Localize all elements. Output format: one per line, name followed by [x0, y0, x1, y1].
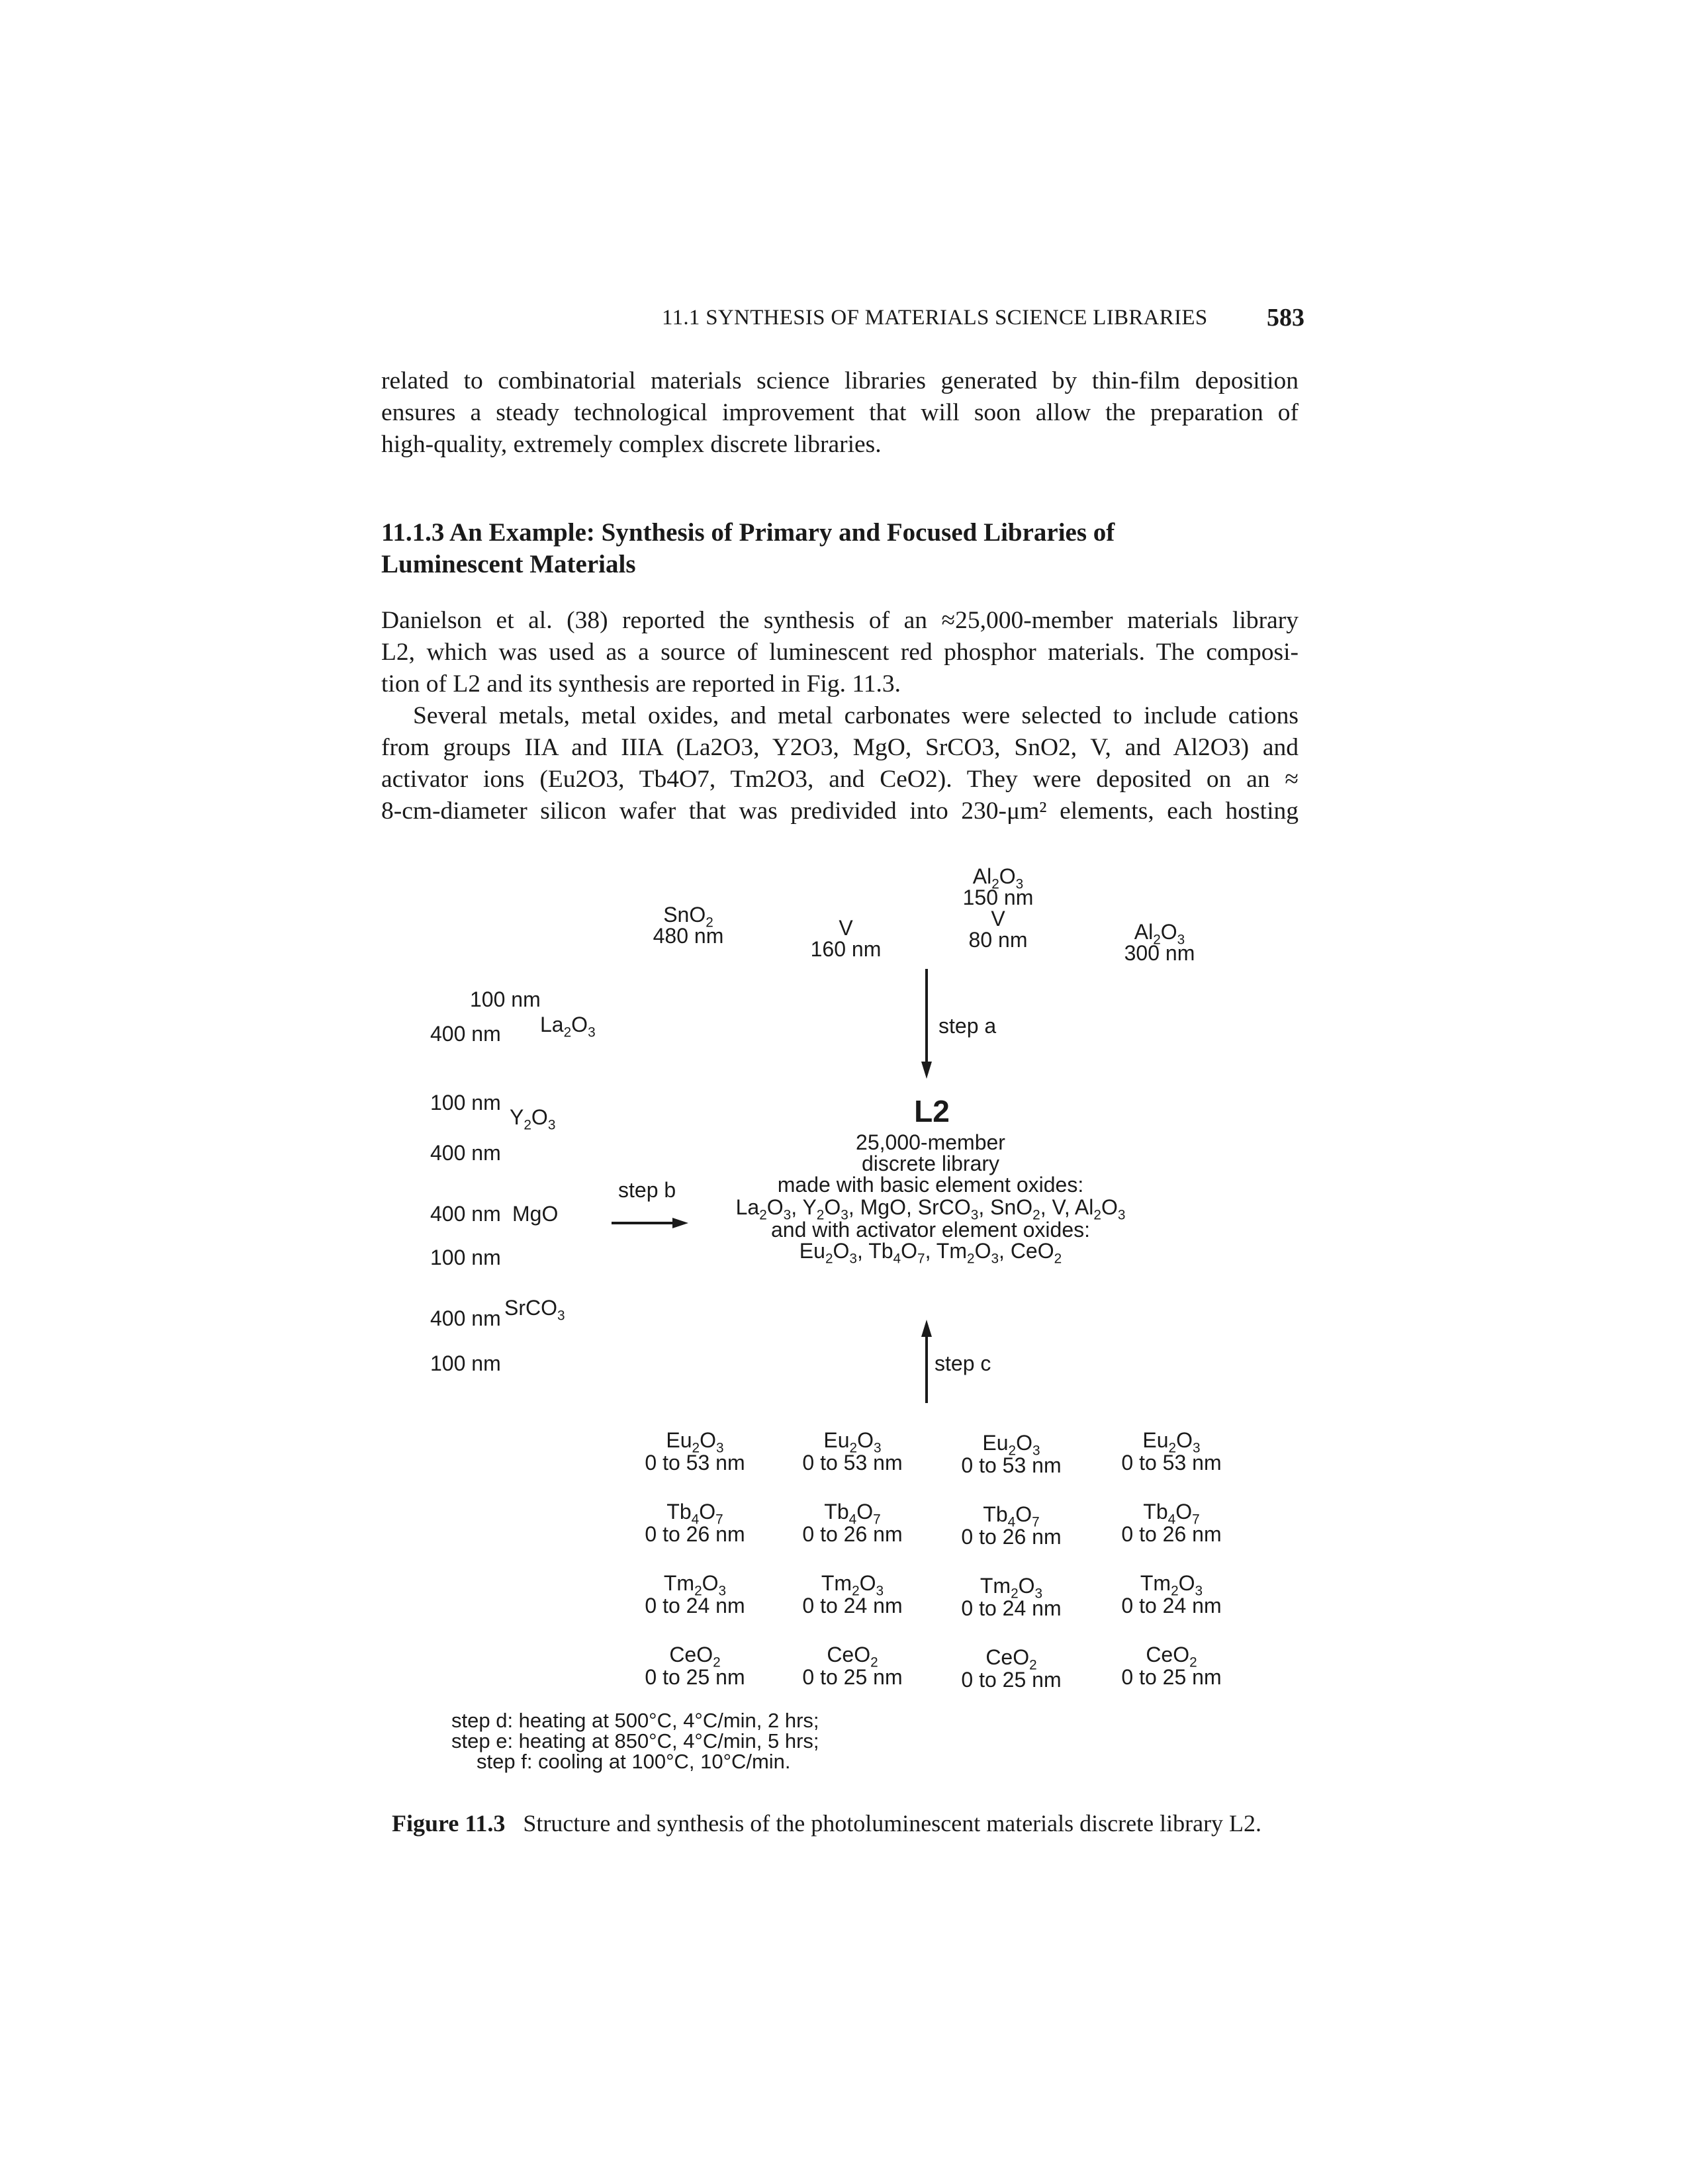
left-layer-thickness: 100 nm [430, 1246, 501, 1269]
step-b-arrow [612, 1218, 688, 1228]
activator-material: Tb4O7 [666, 1500, 723, 1527]
activator-range: 0 to 24 nm [961, 1596, 1062, 1620]
top-layer-material: Al2O3 [972, 864, 1024, 892]
step-a-label: step a [938, 1014, 997, 1038]
step-f-text: step f: cooling at 100°C, 10°C/min. [477, 1750, 791, 1773]
activator-material: Tm2O3 [980, 1574, 1043, 1602]
library-description: La2O3, Y2O3, MgO, SrCO3, SnO2, V, Al2O3 [735, 1195, 1126, 1223]
activator-range: 0 to 24 nm [645, 1594, 745, 1617]
intro-line: high-quality, extremely complex discrete… [381, 431, 882, 458]
left-layer-thickness: 400 nm [430, 1306, 501, 1330]
left-layer-thickness: 100 nm [470, 987, 541, 1011]
figure-caption: Figure 11.3 Structure and synthesis of t… [392, 1809, 1261, 1837]
library-description: made with basic element oxides: [777, 1173, 1084, 1197]
intro-line: related to combinatorial materials scien… [381, 367, 1299, 394]
top-layer-material: SnO2 [663, 903, 713, 931]
activator-range: 0 to 25 nm [645, 1665, 745, 1689]
activator-material: CeO2 [827, 1643, 878, 1670]
library-description: Eu2O3, Tb4O7, Tm2O3, CeO2 [799, 1239, 1062, 1267]
top-layer-material: Al2O3 [1134, 920, 1185, 948]
activator-material: Eu2O3 [823, 1428, 882, 1456]
section-heading-continued: Luminescent Materials [381, 550, 636, 578]
activator-range: 0 to 53 nm [1121, 1451, 1222, 1475]
library-description: 25,000-member [856, 1130, 1005, 1154]
activator-range: 0 to 25 nm [961, 1668, 1062, 1692]
left-layer-thickness: 100 nm [430, 1091, 501, 1115]
activator-material: Tm2O3 [1140, 1571, 1203, 1599]
paragraph-line: Several metals, metal oxides, and metal … [413, 702, 1299, 729]
left-layer-thickness: 400 nm [430, 1022, 501, 1046]
activator-material: Eu2O3 [666, 1428, 724, 1456]
figure-caption-text: Structure and synthesis of the photolumi… [523, 1810, 1262, 1837]
step-c-arrow [921, 1320, 932, 1403]
top-layer-material: V [839, 916, 853, 940]
activator-material: Tm2O3 [821, 1571, 884, 1599]
top-layer-material: V [991, 907, 1005, 931]
step-d-text: step d: heating at 500°C, 4°C/min, 2 hrs… [451, 1709, 819, 1732]
top-layer-thickness: 160 nm [810, 937, 882, 961]
activator-range: 0 to 53 nm [961, 1453, 1062, 1477]
library-description: discrete library [861, 1152, 1000, 1175]
activator-range: 0 to 53 nm [802, 1451, 903, 1475]
activator-material: Tm2O3 [663, 1571, 727, 1599]
activator-material: CeO2 [1146, 1643, 1197, 1670]
paragraph-line: from groups IIA and IIIA (La2O3, Y2O3, M… [381, 734, 1299, 761]
paragraph-line: Danielson et al. (38) reported the synth… [381, 607, 1299, 634]
intro-line: ensures a steady technological improveme… [381, 399, 1299, 426]
activator-range: 0 to 24 nm [802, 1594, 903, 1617]
left-layer-material: SrCO3 [504, 1296, 565, 1324]
left-layer-thickness: 400 nm [430, 1141, 501, 1165]
top-layer-thickness: 480 nm [653, 924, 724, 948]
library-description: and with activator element oxides: [770, 1218, 1091, 1242]
paragraph-line: tion of L2 and its synthesis are reporte… [381, 670, 901, 698]
top-layer-thickness: 300 nm [1124, 941, 1195, 965]
left-layer-material: La2O3 [540, 1013, 596, 1040]
step-c-label: step c [935, 1351, 991, 1375]
figure-label: Figure 11.3 [392, 1810, 506, 1837]
left-layer-thickness: 100 nm [430, 1351, 501, 1375]
left-layer-material: MgO [512, 1202, 559, 1226]
activator-range: 0 to 26 nm [961, 1525, 1062, 1549]
paragraph-line: activator ions (Eu2O3, Tb4O7, Tm2O3, and… [381, 766, 1299, 793]
activator-range: 0 to 26 nm [645, 1522, 745, 1546]
activator-range: 0 to 26 nm [802, 1522, 903, 1546]
paragraph-line: L2, which was used as a source of lumine… [381, 639, 1299, 666]
left-layer-material: Y2O3 [510, 1105, 556, 1133]
activator-material: Eu2O3 [1142, 1428, 1201, 1456]
step-b-label: step b [618, 1178, 676, 1202]
activator-material: Eu2O3 [982, 1431, 1040, 1459]
page-number: 583 [1267, 304, 1304, 332]
activator-range: 0 to 24 nm [1121, 1594, 1222, 1617]
top-layer-thickness: 150 nm [962, 886, 1034, 909]
section-heading: 11.1.3 An Example: Synthesis of Primary … [381, 518, 1115, 547]
top-layer-thickness: 80 nm [968, 928, 1028, 952]
activator-material: Tb4O7 [824, 1500, 881, 1527]
activator-range: 0 to 26 nm [1121, 1522, 1222, 1546]
activator-range: 0 to 25 nm [1121, 1665, 1222, 1689]
left-layer-thickness: 400 nm [430, 1202, 501, 1226]
activator-material: Tb4O7 [1143, 1500, 1200, 1527]
step-a-arrow [921, 969, 932, 1079]
activator-material: Tb4O7 [983, 1502, 1040, 1530]
paragraph-line: 8-cm-diameter silicon wafer that was pre… [381, 797, 1299, 825]
activator-material: CeO2 [669, 1643, 721, 1670]
activator-material: CeO2 [985, 1645, 1037, 1673]
step-e-text: step e: heating at 850°C, 4°C/min, 5 hrs… [451, 1729, 819, 1752]
activator-range: 0 to 53 nm [645, 1451, 745, 1475]
running-header: 11.1 SYNTHESIS OF MATERIALS SCIENCE LIBR… [662, 306, 1208, 330]
activator-range: 0 to 25 nm [802, 1665, 903, 1689]
library-name: L2 [914, 1094, 950, 1128]
